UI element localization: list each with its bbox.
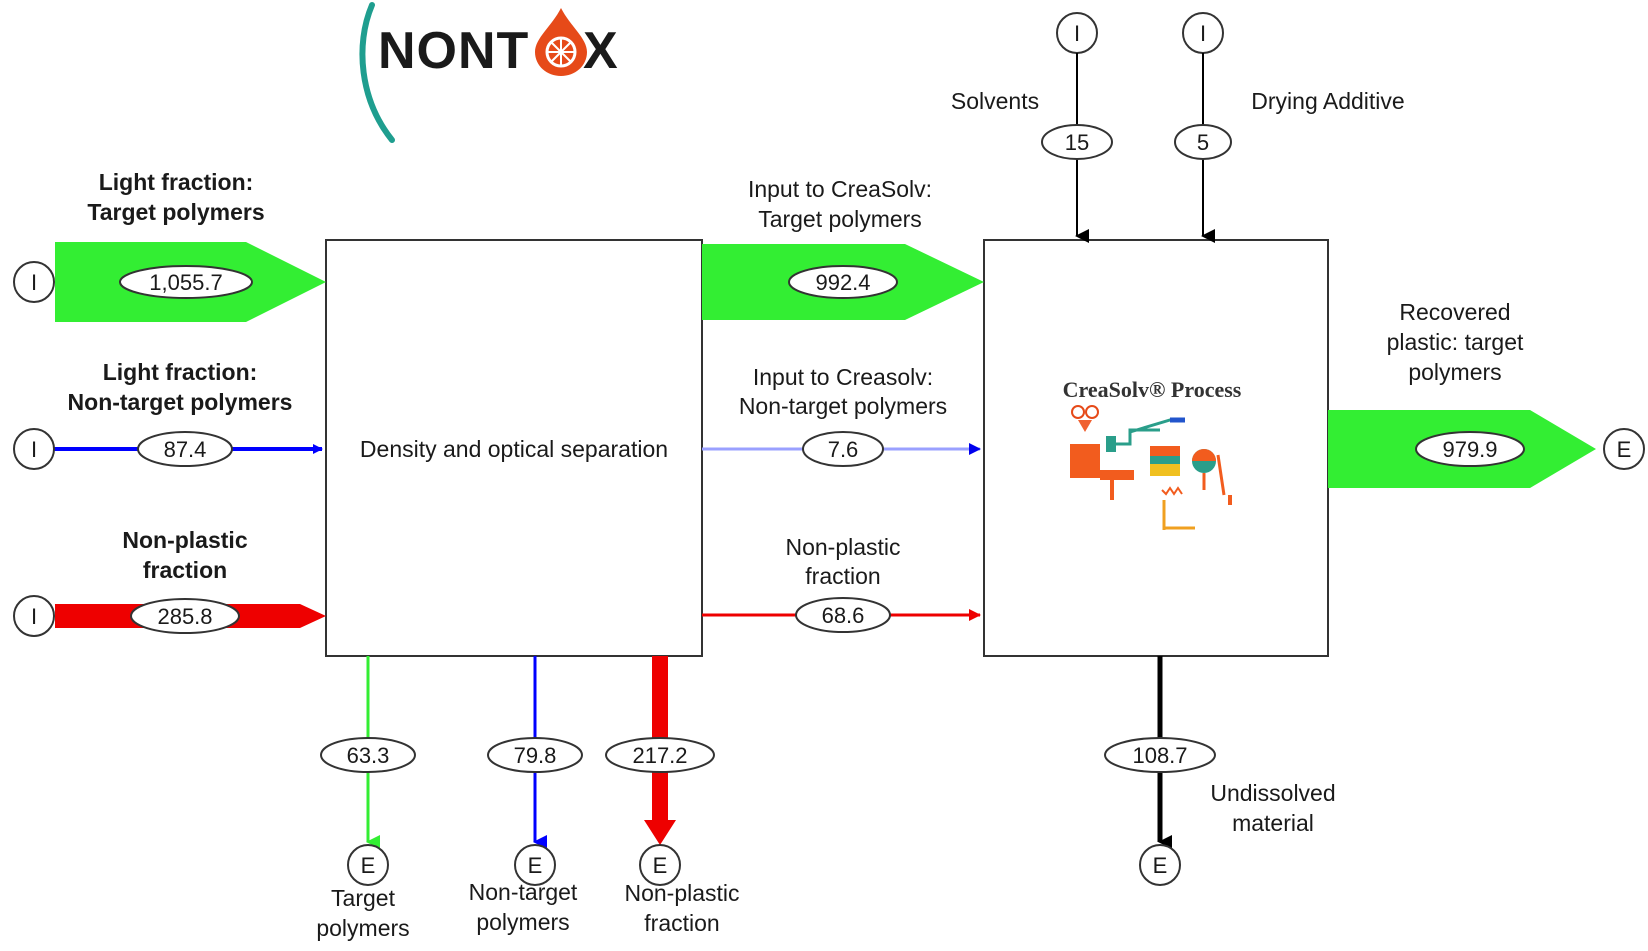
label-mid-target-line1: Input to CreaSolv: [748,176,932,202]
label-mid-nontarget-line2: Non-target polymers [739,393,947,419]
label-out-target-line2: polymers [316,915,409,941]
label-input-target-line1: Light fraction: [99,169,254,195]
svg-text:63.3: 63.3 [347,743,390,768]
svg-text:E: E [1153,853,1168,878]
terminal-output-recovered: E [1603,428,1645,470]
label-input-nonplastic-line2: fraction [143,557,227,583]
terminal-output-nontarget: E [514,844,556,886]
value-input-nontarget: 87.4 [137,431,233,467]
svg-text:I: I [1200,21,1206,46]
svg-text:E: E [1617,437,1632,462]
process-creasolv-label: CreaSolv® Process [1063,377,1242,402]
value-mid-nontarget: 7.6 [802,431,884,467]
svg-text:79.8: 79.8 [514,743,557,768]
process-box-separation [325,239,703,657]
value-mid-nonplastic: 68.6 [795,597,891,633]
value-out-nontarget: 79.8 [487,737,583,773]
additive-solvents: I 15 [1041,12,1113,243]
terminal-input-nonplastic: I [13,595,55,637]
svg-text:E: E [361,853,376,878]
svg-text:285.8: 285.8 [157,604,212,629]
svg-text:I: I [31,604,37,629]
label-out-nonplastic-line1: Non-plastic [624,880,739,906]
label-mid-target-line2: Target polymers [758,206,922,232]
label-out-nontarget-line2: polymers [476,909,569,935]
label-input-nontarget-line2: Non-target polymers [68,389,293,415]
svg-text:217.2: 217.2 [632,743,687,768]
svg-text:68.6: 68.6 [822,603,865,628]
logo-arc [359,2,395,143]
label-undissolved-line1: Undissolved [1210,780,1335,806]
additive-drying: I 5 [1174,12,1232,243]
label-out-nontarget-line1: Non-target [469,879,578,905]
value-out-target: 63.3 [320,737,416,773]
label-undissolved-line2: material [1232,810,1314,836]
label-recovered-line1: Recovered [1399,299,1510,325]
svg-text:7.6: 7.6 [828,437,859,462]
svg-text:992.4: 992.4 [815,270,870,295]
svg-text:I: I [31,437,37,462]
terminal-input-nontarget: I [13,428,55,470]
label-solvents: Solvents [951,88,1039,114]
terminal-input-target: I [13,261,55,303]
svg-text:15: 15 [1065,130,1089,155]
svg-text:E: E [528,853,543,878]
logo-text-left: NONT [378,22,529,80]
value-mid-target: 992.4 [788,265,898,299]
svg-text:979.9: 979.9 [1442,437,1497,462]
value-undissolved: 108.7 [1104,737,1216,773]
label-drying-additive: Drying Additive [1251,88,1404,114]
value-recovered: 979.9 [1415,431,1525,467]
logo-text-right: X [583,22,619,80]
creasolv-plant-icon [1070,405,1232,530]
value-input-nonplastic: 285.8 [130,598,240,634]
label-out-target-line1: Target [331,885,396,911]
label-recovered-line3: polymers [1408,359,1501,385]
label-mid-nonplastic-line2: fraction [805,563,880,589]
svg-text:I: I [31,270,37,295]
label-out-nonplastic-line2: fraction [644,910,719,936]
nontox-logo: NONT X [359,2,619,143]
label-recovered-line2: plastic: target [1387,329,1524,355]
terminal-output-target: E [347,844,389,886]
value-out-nonplastic: 217.2 [605,737,715,773]
svg-text:I: I [1074,21,1080,46]
process-separation-label: Density and optical separation [360,436,668,462]
label-input-nonplastic-line1: Non-plastic [122,527,247,553]
svg-text:5: 5 [1197,130,1209,155]
terminal-output-nonplastic: E [639,844,681,886]
svg-text:108.7: 108.7 [1132,743,1187,768]
terminal-output-undissolved: E [1139,844,1181,886]
svg-text:87.4: 87.4 [164,437,207,462]
svg-text:1,055.7: 1,055.7 [149,270,222,295]
label-mid-nontarget-line1: Input to Creasolv: [753,364,933,390]
label-input-target-line2: Target polymers [87,199,264,225]
value-input-target: 1,055.7 [119,265,253,299]
svg-text:E: E [653,853,668,878]
label-mid-nonplastic-line1: Non-plastic [785,534,900,560]
label-input-nontarget-line1: Light fraction: [103,359,258,385]
logo-drop-icon [535,8,587,76]
